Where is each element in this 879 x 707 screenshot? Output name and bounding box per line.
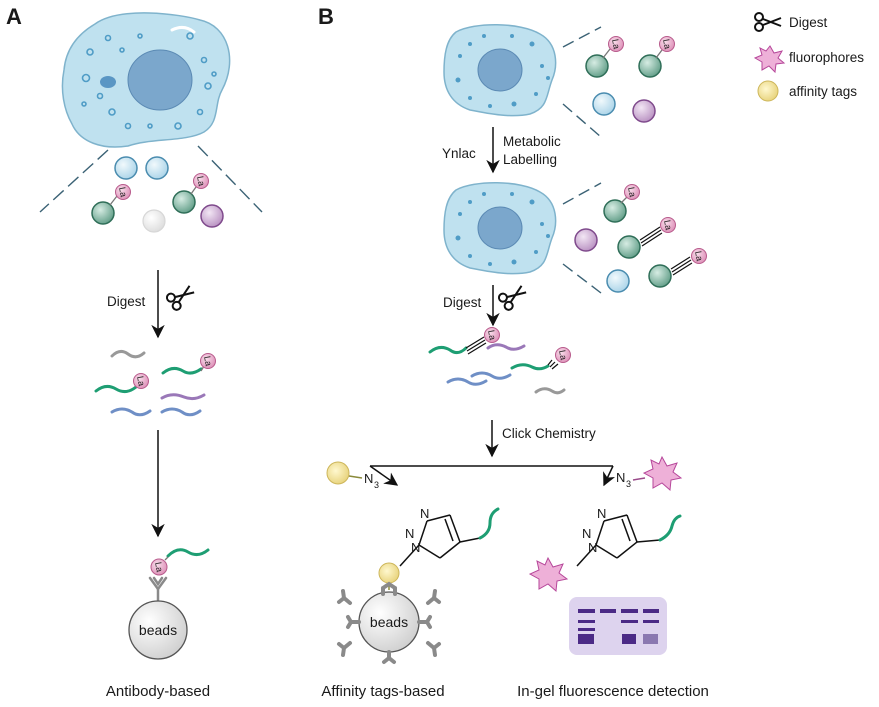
protein-mixture-b-middle xyxy=(574,184,707,293)
fluorophore-azide-reagent: N 3 xyxy=(616,455,683,492)
legend-digest-label: Digest xyxy=(789,15,828,30)
azide-n-left: N xyxy=(364,471,373,486)
la-label: La xyxy=(693,250,705,262)
ring-n-1: N xyxy=(420,506,429,521)
click-chemistry-label: Click Chemistry xyxy=(502,426,596,441)
panel-b-label: B xyxy=(318,4,334,29)
nucleus xyxy=(127,49,193,111)
protein-mixture-b-top xyxy=(585,36,675,123)
antibody-capture xyxy=(128,548,210,660)
caption-affinity: Affinity tags-based xyxy=(321,683,444,700)
ring-n-5: N xyxy=(582,526,591,541)
digest-b-label: Digest xyxy=(443,295,482,310)
cell-a xyxy=(61,12,231,148)
peptide-mixture-b xyxy=(428,343,566,395)
la-label: La xyxy=(202,355,214,367)
scissors-icon xyxy=(165,285,195,311)
la-label: La xyxy=(661,38,673,50)
antibody-icon xyxy=(148,576,168,602)
cell-b-top xyxy=(443,24,557,117)
legend-fluorophores-label: fluorophores xyxy=(789,50,864,65)
la-label: La xyxy=(135,375,147,387)
cell-b-middle xyxy=(443,182,557,275)
panel-a: Digest xyxy=(39,12,263,660)
ring-n-6: N xyxy=(588,540,597,555)
la-label: La xyxy=(557,349,569,361)
scissors-icon xyxy=(497,285,527,311)
peptide-mixture-a xyxy=(94,349,206,417)
ring-n-4: N xyxy=(597,506,606,521)
legend-affinity-label: affinity tags xyxy=(789,84,857,99)
azide-sub-right: 3 xyxy=(626,479,631,489)
la-label: La xyxy=(117,186,129,198)
digest-a-label: Digest xyxy=(107,294,146,309)
la-label: La xyxy=(626,186,638,198)
azide-sub-left: 3 xyxy=(374,480,379,490)
azide-n-right: N xyxy=(616,470,625,485)
la-label: La xyxy=(195,175,207,187)
beads-label-a: beads xyxy=(139,622,177,638)
triazole-affinity-product: N N N xyxy=(337,506,500,664)
scissors-icon xyxy=(754,12,782,32)
la-label: La xyxy=(153,561,165,573)
fluorophore-icon xyxy=(528,556,569,593)
panel-b: Ynlac Metabolic Labelling xyxy=(326,24,707,664)
beads-label-b: beads xyxy=(370,614,408,630)
caption-ingel: In-gel fluorescence detection xyxy=(517,683,709,700)
la-label: La xyxy=(662,219,674,231)
labelling-label: Labelling xyxy=(503,152,557,167)
ynlac-label: Ynlac xyxy=(442,146,476,161)
fluorophore-legend-icon xyxy=(753,45,786,74)
in-gel-fluorescence-gel xyxy=(569,597,667,655)
legend: Digest fluorophores affinity tags xyxy=(753,12,864,102)
triazole-fluorophore-product: N N N xyxy=(528,506,682,593)
beads xyxy=(128,600,188,660)
lactyl-labels: La La La La La La La La La La La La xyxy=(117,38,705,573)
protein-mixture-a xyxy=(91,156,224,233)
affinity-azide-reagent: N 3 xyxy=(326,461,379,490)
ring-n-3: N xyxy=(411,540,420,555)
caption-antibody: Antibody-based xyxy=(106,683,210,700)
affinity-tag-legend-icon xyxy=(757,80,779,102)
metabolic-label: Metabolic xyxy=(503,134,561,149)
panel-a-label: A xyxy=(6,4,22,29)
la-label: La xyxy=(486,329,498,341)
fluorophore-icon xyxy=(642,455,683,492)
ring-n-2: N xyxy=(405,526,414,541)
la-label: La xyxy=(610,38,622,50)
